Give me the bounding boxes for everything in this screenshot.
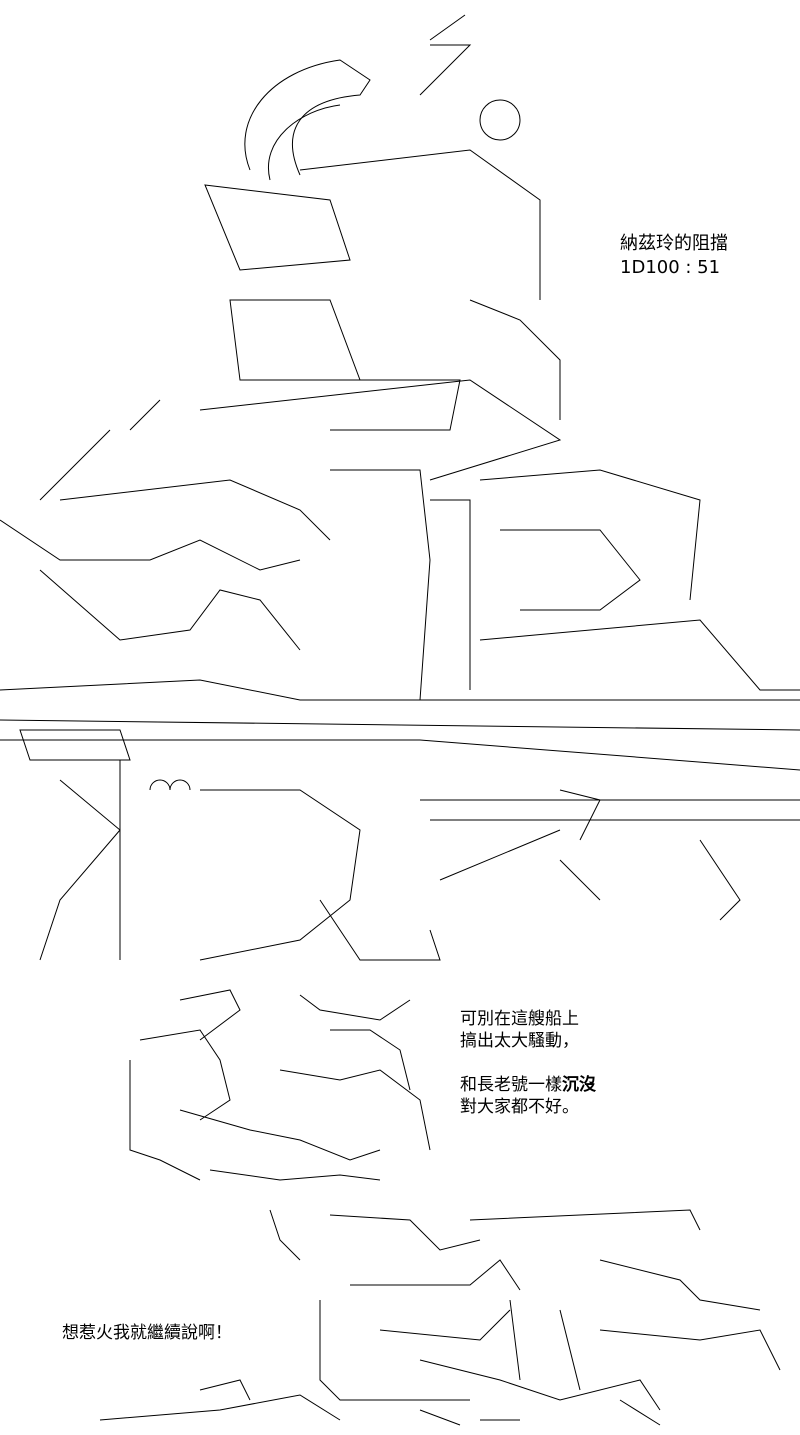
dialogue-line: 可別在這艘船上 [460, 1009, 579, 1029]
dialogue-line: 和長老號一樣沉沒 [460, 1074, 596, 1096]
dialogue-block-2: 可別在這艘船上 搞出太大騷動， 和長老號一樣沉沒 對大家都不好。 [460, 1008, 596, 1118]
caption-block: 納茲玲的阻擋 1D100 : 51 [620, 232, 728, 280]
dialogue-block-3: 想惹火我就繼續說啊！ [62, 1322, 232, 1344]
dialogue-emphasis: 沉沒 [562, 1075, 596, 1095]
dialogue-line: 想惹火我就繼續說啊！ [62, 1323, 232, 1343]
dice-roll-result: 1D100 : 51 [620, 257, 721, 278]
dialogue-line: 搞出太大騷動， [460, 1031, 579, 1051]
panel3-figure [99, 1209, 781, 1426]
panel1-figure [0, 14, 800, 961]
panel2-figure [129, 989, 431, 1181]
dialogue-line: 對大家都不好。 [460, 1097, 579, 1117]
caption-title: 納茲玲的阻擋 [620, 233, 728, 254]
dialogue-text: 和長老號一樣 [460, 1075, 562, 1095]
